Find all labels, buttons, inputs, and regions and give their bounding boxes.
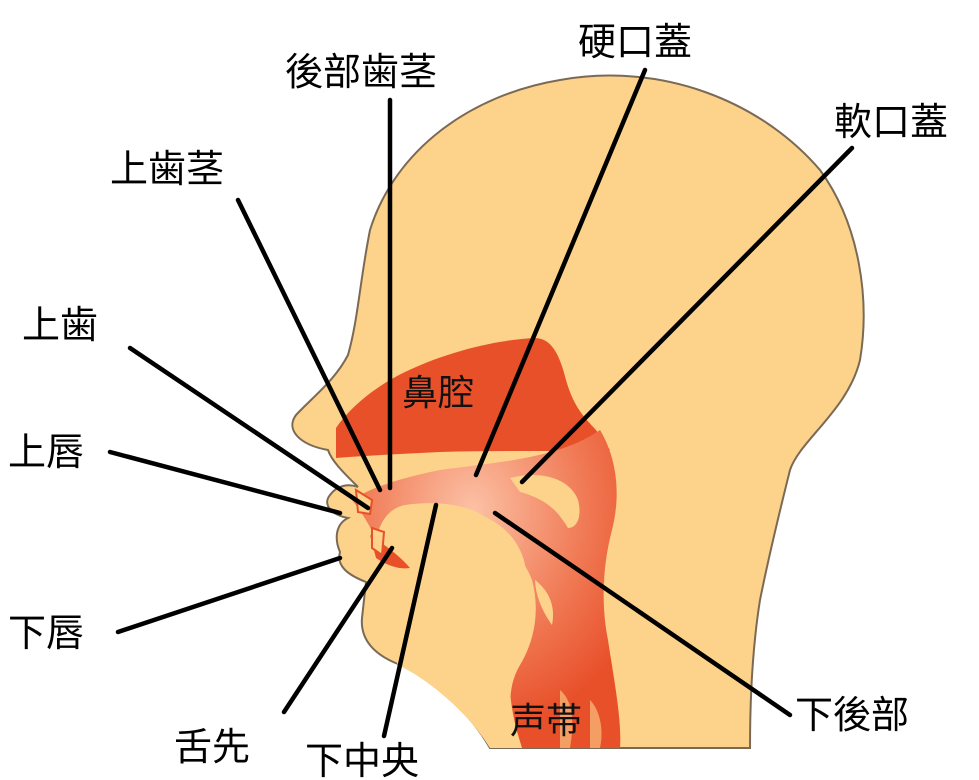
label-tongue-back: 下後部 <box>795 693 909 737</box>
soft-palate-shape <box>510 474 580 528</box>
lower-teeth-shape <box>371 526 386 557</box>
epiglottis-shape <box>535 580 554 625</box>
vocal-folds-shape <box>560 690 602 748</box>
leader-soft-palate <box>519 145 855 485</box>
leader-upper-teeth <box>127 345 371 511</box>
label-posterior-alveolar: 後部歯茎 <box>285 50 437 94</box>
label-hard-palate: 硬口蓋 <box>578 20 692 64</box>
label-upper-teeth: 上歯 <box>22 303 98 347</box>
tongue-shape <box>375 505 527 748</box>
leader-tongue-back <box>492 510 793 718</box>
label-tongue-tip: 舌先 <box>174 725 250 769</box>
leader-tongue-middle <box>381 502 439 739</box>
leader-lower-lip <box>115 555 343 635</box>
label-vocal-folds: 声帯 <box>510 701 582 742</box>
leader-hard-palate <box>473 67 648 478</box>
oral-pharynx-region <box>352 430 621 748</box>
leader-tongue-tip <box>281 545 395 715</box>
label-soft-palate: 軟口蓋 <box>834 100 948 144</box>
leader-upper-lip <box>107 449 343 516</box>
leader-alveolar-ridge <box>235 197 383 493</box>
label-tongue-middle: 下中央 <box>305 739 419 780</box>
label-lower-lip: 下唇 <box>8 611 84 655</box>
label-alveolar-ridge: 上歯茎 <box>110 147 224 191</box>
nasal-cavity-region <box>336 338 610 458</box>
label-nasal-cavity: 鼻腔 <box>402 373 474 414</box>
label-upper-lip: 上唇 <box>8 430 84 474</box>
